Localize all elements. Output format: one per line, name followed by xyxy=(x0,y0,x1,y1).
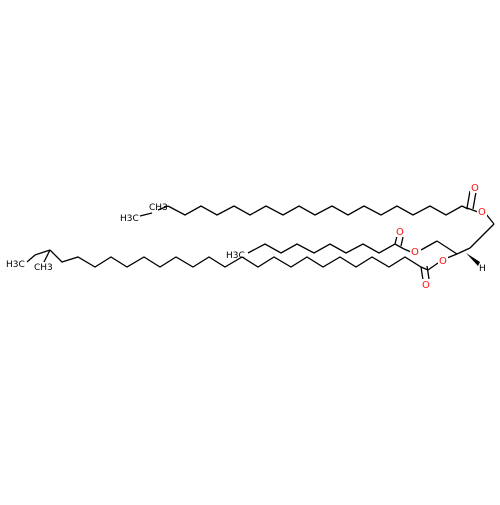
stereocenter xyxy=(456,247,480,266)
middle-ester-o-to-ch2 xyxy=(420,240,438,251)
o-ester-middle: O xyxy=(411,247,419,258)
bottom-carbonyl-double-bond-b xyxy=(426,265,430,280)
top-carbonyl-double-bond-b xyxy=(472,191,477,210)
top-ester-o-to-ch2 xyxy=(485,213,495,225)
bottom-ester-o-to-chiral xyxy=(446,253,458,259)
top-acyl-chain xyxy=(139,190,495,249)
top-chain-backbone xyxy=(167,205,469,216)
middle-ester-bond xyxy=(403,248,412,253)
top-ester-bond xyxy=(466,207,479,213)
middle-acyl-chain xyxy=(247,235,458,255)
o-carbonyl-middle: O xyxy=(396,227,404,238)
bottom-acyl-chain xyxy=(26,249,458,281)
chiral-bond-to-top xyxy=(456,247,471,255)
o-ester-top: O xyxy=(478,207,486,218)
bottom-chain-branch-bond xyxy=(43,249,51,263)
middle-carbonyl-double-bond-a xyxy=(394,235,398,245)
stereo-wedge xyxy=(466,253,480,266)
middle-chain-backbone xyxy=(247,243,405,254)
o-ester-bottom: O xyxy=(439,256,447,267)
bottom-chain-tail-bond-2 xyxy=(34,249,51,256)
ch2-top-to-chiral xyxy=(469,223,495,249)
middle-carbonyl-double-bond-b xyxy=(400,236,404,247)
top-chain-branch-bond xyxy=(157,205,169,211)
o-carbonyl-bottom: O xyxy=(422,280,430,291)
o-carbonyl-top: O xyxy=(471,183,479,194)
ch3-bottom-tail: H3C xyxy=(6,260,25,270)
h-stereo: H xyxy=(479,264,486,274)
ch3-top-tail: H3C xyxy=(120,214,139,224)
ch3-bottom-branch: CH3 xyxy=(34,263,53,273)
ch3-middle-tail: H3C xyxy=(226,251,245,261)
atom-labels: O O O O O O H H3C CH3 H3C H3C CH3 xyxy=(6,182,487,291)
bottom-chain-tail-bond xyxy=(26,254,36,263)
ch2-mid-to-chiral xyxy=(436,240,458,255)
bottom-carbonyl-double-bond-a xyxy=(420,266,424,281)
bottom-ester-bond xyxy=(427,262,439,271)
bottom-chain-backbone xyxy=(49,249,429,271)
top-carbonyl-double-bond-a xyxy=(466,190,471,209)
top-chain-tail-bond xyxy=(139,212,153,217)
ch3-top-branch: CH3 xyxy=(149,203,168,213)
